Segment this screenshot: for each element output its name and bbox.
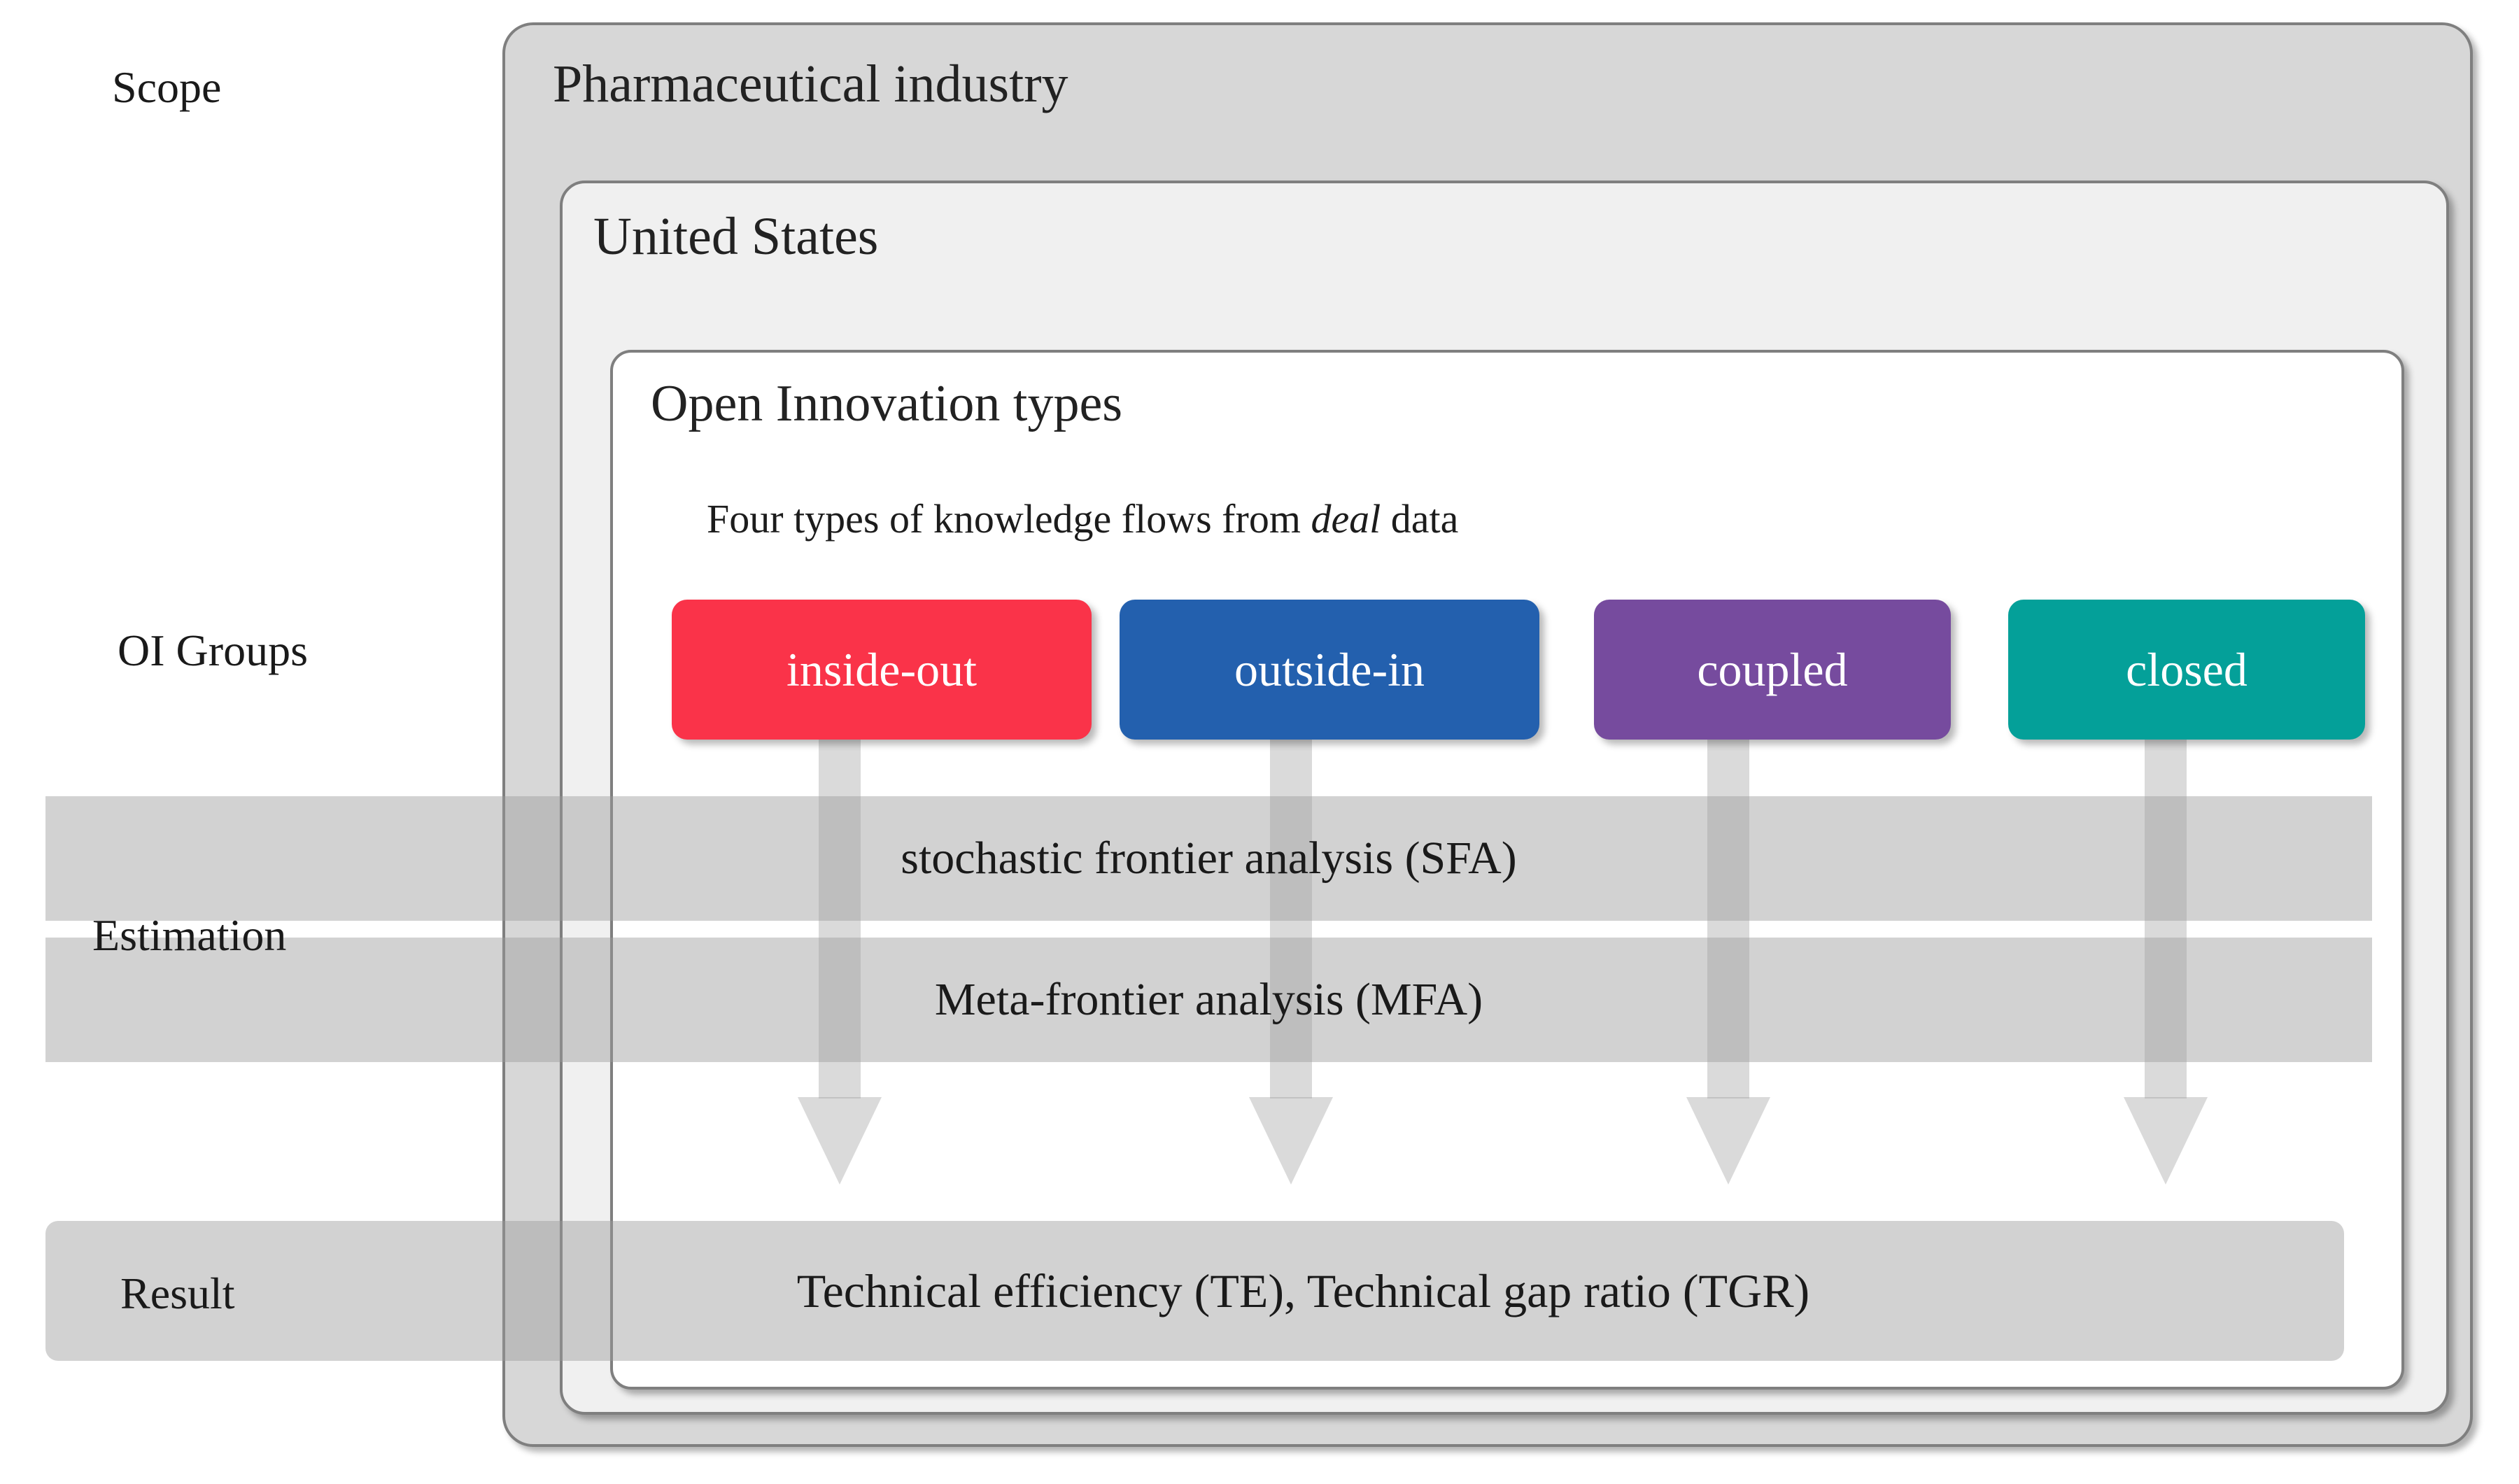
- row-label-oi-groups: OI Groups: [118, 626, 308, 675]
- scope-title-country: United States: [593, 207, 879, 266]
- oi-subtitle-suffix: data: [1381, 496, 1459, 542]
- estimation-label-mfa: Meta-frontier analysis (MFA): [934, 974, 1483, 1025]
- estimation-band-mfa: Meta-frontier analysis (MFA): [45, 938, 2372, 1062]
- oi-subtitle-prefix: Four types of knowledge flows from: [707, 496, 1311, 542]
- estimation-band-sfa: stochastic frontier analysis (SFA): [45, 796, 2372, 921]
- oi-subtitle-emphasis: deal: [1311, 496, 1381, 542]
- oi-group-box-closed[interactable]: closed: [2008, 600, 2365, 740]
- oi-group-label: coupled: [1697, 642, 1848, 696]
- oi-group-box-outside-in[interactable]: outside-in: [1120, 600, 1539, 740]
- result-label: Technical efficiency (TE), Technical gap…: [796, 1264, 1810, 1317]
- result-band: Technical efficiency (TE), Technical gap…: [45, 1221, 2344, 1361]
- scope-title-oi-types: Open Innovation types: [651, 375, 1123, 432]
- row-label-estimation: Estimation: [92, 910, 287, 960]
- scope-title-industry: Pharmaceutical industry: [553, 55, 1068, 113]
- oi-group-box-inside-out[interactable]: inside-out: [672, 600, 1092, 740]
- oi-group-label: closed: [2126, 642, 2248, 696]
- scope-container-oi-types: [610, 350, 2404, 1390]
- oi-group-label: inside-out: [786, 642, 977, 696]
- estimation-label-sfa: stochastic frontier analysis (SFA): [901, 833, 1517, 884]
- oi-group-label: outside-in: [1234, 642, 1425, 696]
- row-label-result: Result: [120, 1269, 235, 1318]
- row-label-scope: Scope: [112, 62, 222, 112]
- oi-subtitle: Four types of knowledge flows from deal …: [707, 495, 1458, 542]
- oi-group-box-coupled[interactable]: coupled: [1594, 600, 1951, 740]
